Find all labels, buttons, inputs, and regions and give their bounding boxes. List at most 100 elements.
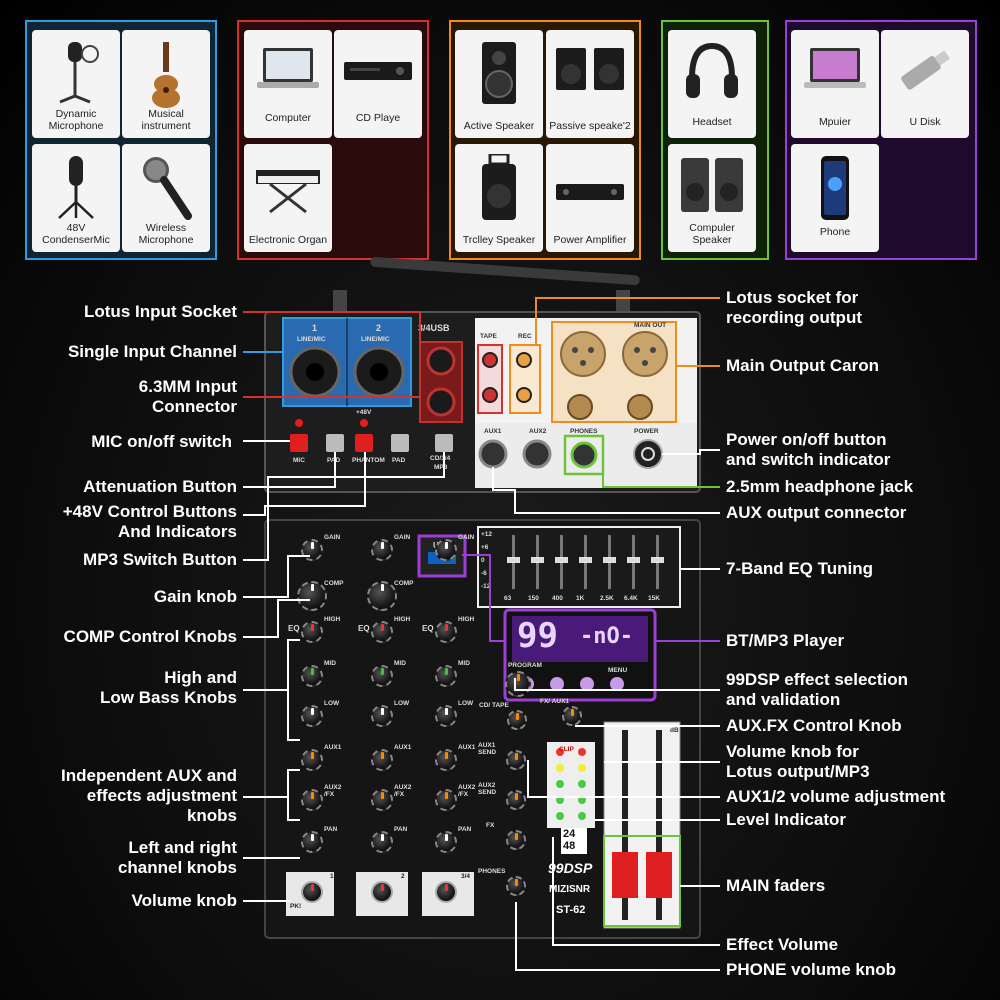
condenser-mic-icon bbox=[58, 156, 94, 219]
program-knob[interactable] bbox=[505, 671, 531, 697]
aux2-fx-knob-label: AUX2 /FX bbox=[324, 784, 342, 798]
eq-low-knob[interactable] bbox=[301, 705, 323, 727]
ch2-number: 2 bbox=[376, 323, 382, 333]
eq-high-knob[interactable] bbox=[371, 621, 393, 643]
eq-slider-cap[interactable] bbox=[579, 557, 592, 563]
cd-player-icon bbox=[344, 62, 412, 80]
pan-knob-label: PAN bbox=[324, 826, 338, 833]
aux1-knob[interactable] bbox=[435, 749, 457, 771]
eq-frequency-label: 6.4K bbox=[624, 595, 638, 602]
main-out-label: MAIN OUT bbox=[634, 322, 667, 329]
eq-section-label: EQ bbox=[358, 624, 370, 633]
eq-high-knob[interactable] bbox=[435, 621, 457, 643]
aux1-jack-label: AUX1 bbox=[484, 428, 502, 435]
tile-label: Mpuier bbox=[818, 116, 852, 128]
label-recording-output: Lotus socket for recording output bbox=[726, 288, 862, 327]
keyboard-icon bbox=[256, 170, 320, 214]
pan-knob[interactable] bbox=[301, 831, 323, 853]
aux2-fx-knob[interactable] bbox=[301, 789, 323, 811]
aux1-knob[interactable] bbox=[371, 749, 393, 771]
ch1-number: 1 bbox=[312, 323, 318, 333]
fx-aux1-knob[interactable] bbox=[562, 706, 582, 726]
phones-volume-knob[interactable] bbox=[506, 876, 526, 896]
menu-button[interactable] bbox=[610, 677, 624, 691]
eq-slider-cap[interactable] bbox=[507, 557, 520, 563]
pan-knob[interactable] bbox=[371, 831, 393, 853]
gain-knob[interactable] bbox=[371, 539, 393, 561]
ch1-pk-label: PK! bbox=[290, 903, 302, 910]
eq-scale-label: +12 bbox=[481, 531, 493, 538]
label-48v-buttons: +48V Control Buttons And Indicators bbox=[62, 502, 237, 541]
next-track-button[interactable] bbox=[580, 677, 594, 691]
tile-label: Musical instrument bbox=[141, 108, 191, 132]
channel-volume-knob[interactable] bbox=[301, 881, 323, 903]
pan-knob-label: PAN bbox=[458, 826, 472, 833]
eq-scale-label: -12 bbox=[481, 583, 491, 590]
phones-volume-knob-label: PHONES bbox=[478, 868, 506, 875]
eq-mid-knob-label: MID bbox=[324, 660, 336, 667]
eq-low-knob[interactable] bbox=[371, 705, 393, 727]
tile-computer-speaker: Compuler Speaker bbox=[668, 144, 756, 252]
aux1-send-knob-label: AUX1 SEND bbox=[478, 742, 497, 756]
aux2-fx-knob[interactable] bbox=[435, 789, 457, 811]
usb-disk-icon bbox=[901, 50, 950, 90]
eq-mid-knob-label: MID bbox=[458, 660, 470, 667]
display-number: 99 bbox=[517, 616, 558, 656]
gain-knob-label: GAIN bbox=[324, 534, 341, 541]
pan-knob[interactable] bbox=[435, 831, 457, 853]
cd-tape-knob[interactable] bbox=[507, 710, 527, 730]
aux2-fx-knob[interactable] bbox=[371, 789, 393, 811]
tile-label: Active Speaker bbox=[463, 120, 535, 132]
label-level-indicator: Level Indicator bbox=[726, 810, 846, 829]
label-dsp-effect: 99DSP effect selection and validation bbox=[726, 670, 909, 709]
eq-slider-cap[interactable] bbox=[603, 557, 616, 563]
tile-computer: Computer bbox=[244, 30, 332, 138]
eq-mid-knob[interactable] bbox=[371, 665, 393, 687]
tile-label: Passive speake'2 bbox=[549, 120, 631, 132]
laptop-icon bbox=[257, 48, 319, 88]
eq-section-label: EQ bbox=[422, 624, 434, 633]
eq-mid-knob[interactable] bbox=[435, 665, 457, 687]
label-pan-knobs: Left and right channel knobs bbox=[117, 838, 237, 877]
comp-knob-label: COMP bbox=[324, 580, 344, 587]
tile-headset: Headset bbox=[668, 30, 756, 138]
eq-low-knob[interactable] bbox=[435, 705, 457, 727]
comp-knob[interactable] bbox=[297, 581, 327, 611]
eq-high-knob-label: HIGH bbox=[324, 616, 341, 623]
label-aux-fx-knobs: Independent AUX and effects adjustment k… bbox=[61, 766, 237, 825]
brand-name: MIZISNR bbox=[549, 884, 591, 895]
aux1-send-knob[interactable] bbox=[506, 750, 526, 770]
channel-volume-knob[interactable] bbox=[435, 881, 457, 903]
eq-scale-label: -6 bbox=[481, 570, 487, 577]
gain-knob-label: GAIN bbox=[394, 534, 411, 541]
label-lotus-input-socket: Lotus Input Socket bbox=[84, 302, 237, 321]
label-comp-knobs: COMP Control Knobs bbox=[63, 627, 237, 646]
label-aux-fx-knob: AUX.FX Control Knob bbox=[726, 716, 902, 735]
comp-knob[interactable] bbox=[367, 581, 397, 611]
tile-dynamic-microphone: Dynamic Microphone bbox=[32, 30, 120, 138]
tile-condenser-mic: 48V CondenserMic bbox=[32, 144, 120, 252]
active-speaker-icon bbox=[482, 42, 516, 104]
label-input-connector: 6.3MM Input Connector bbox=[138, 377, 237, 416]
pad1-label: PAD bbox=[327, 457, 341, 464]
gain-knob[interactable] bbox=[435, 539, 457, 561]
eq-frequency-label: 400 bbox=[552, 595, 563, 602]
prev-track-button[interactable] bbox=[550, 677, 564, 691]
eq-mid-knob[interactable] bbox=[301, 665, 323, 687]
aux1-knob-label: AUX1 bbox=[458, 744, 476, 751]
aux2-send-knob[interactable] bbox=[506, 790, 526, 810]
eq-slider-cap[interactable] bbox=[651, 557, 664, 563]
display-text: -nO- bbox=[580, 624, 633, 649]
channel-volume-knob[interactable] bbox=[371, 881, 393, 903]
eq-slider-cap[interactable] bbox=[627, 557, 640, 563]
tile-label: CD Playe bbox=[355, 112, 401, 124]
aux1-knob-label: AUX1 bbox=[324, 744, 342, 751]
aux1-knob[interactable] bbox=[301, 749, 323, 771]
eq-high-knob[interactable] bbox=[301, 621, 323, 643]
label-volume-knob: Volume knob bbox=[131, 891, 237, 910]
eq-slider-cap[interactable] bbox=[555, 557, 568, 563]
fx-volume-knob[interactable] bbox=[506, 830, 526, 850]
eq-slider-cap[interactable] bbox=[531, 557, 544, 563]
